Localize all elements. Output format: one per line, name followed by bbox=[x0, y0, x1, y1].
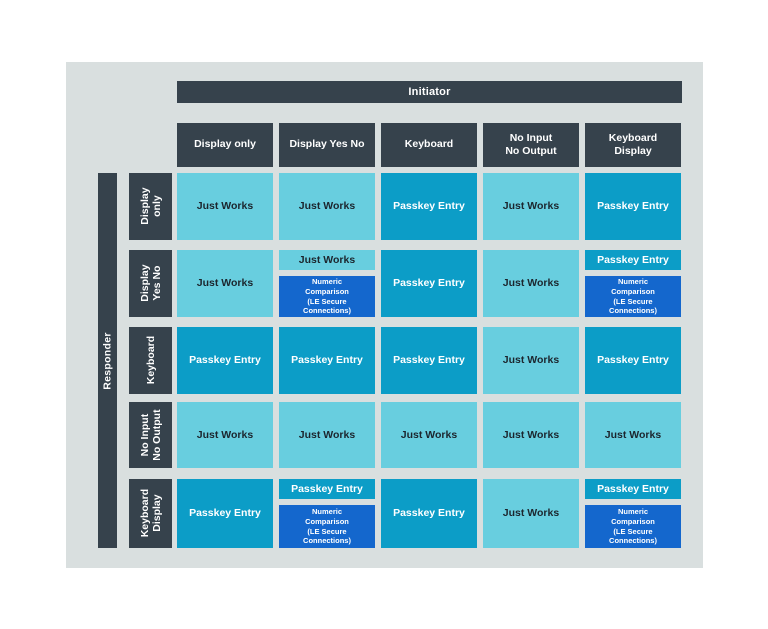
cell-bottom: Numeric Comparison (LE Secure Connection… bbox=[585, 505, 681, 548]
matrix-cell: Just Works bbox=[483, 250, 579, 317]
matrix-cell: Just Works bbox=[177, 173, 273, 240]
column-header-no-input-no-output: No Input No Output bbox=[483, 123, 579, 167]
matrix-cell: Just Works bbox=[483, 479, 579, 548]
row-header-no-input-no-output: No Input No Output bbox=[129, 402, 172, 468]
pairing-matrix-panel: Initiator Display only Display Yes No Ke… bbox=[66, 62, 703, 568]
matrix-cell: Passkey Entry bbox=[585, 327, 681, 394]
responder-label: Responder bbox=[101, 331, 114, 390]
column-header-keyboard-display: Keyboard Display bbox=[585, 123, 681, 167]
column-header-display-only: Display only bbox=[177, 123, 273, 167]
row-header-keyboard: Keyboard bbox=[129, 327, 172, 394]
cell-bottom: Numeric Comparison (LE Secure Connection… bbox=[279, 505, 375, 548]
cell-bottom: Numeric Comparison (LE Secure Connection… bbox=[585, 276, 681, 317]
matrix-cell: Passkey Entry bbox=[585, 173, 681, 240]
matrix-cell: Passkey Entry bbox=[381, 173, 477, 240]
matrix-cell: Just Works bbox=[585, 402, 681, 468]
row-header-keyboard-display: Keyboard Display bbox=[129, 479, 172, 548]
matrix-cell-split: Passkey Entry Numeric Comparison (LE Sec… bbox=[585, 250, 681, 317]
cell-top: Passkey Entry bbox=[279, 479, 375, 499]
cell-top: Passkey Entry bbox=[585, 479, 681, 499]
matrix-cell: Just Works bbox=[177, 250, 273, 317]
matrix-cell: Just Works bbox=[279, 173, 375, 240]
matrix-cell-split: Just Works Numeric Comparison (LE Secure… bbox=[279, 250, 375, 317]
matrix-cell: Passkey Entry bbox=[177, 479, 273, 548]
cell-top: Passkey Entry bbox=[585, 250, 681, 270]
matrix-cell: Passkey Entry bbox=[381, 479, 477, 548]
matrix-cell: Just Works bbox=[381, 402, 477, 468]
row-header-display-yes-no: Display Yes No bbox=[129, 250, 172, 317]
matrix-cell-split: Passkey Entry Numeric Comparison (LE Sec… bbox=[279, 479, 375, 548]
cell-top: Just Works bbox=[279, 250, 375, 270]
column-header-keyboard: Keyboard bbox=[381, 123, 477, 167]
responder-header-bar: Responder bbox=[98, 173, 117, 548]
initiator-header-bar: Initiator bbox=[177, 81, 682, 103]
matrix-cell: Passkey Entry bbox=[381, 327, 477, 394]
column-header-display-yes-no: Display Yes No bbox=[279, 123, 375, 167]
matrix-cell: Just Works bbox=[483, 402, 579, 468]
matrix-cell: Passkey Entry bbox=[177, 327, 273, 394]
matrix-cell: Passkey Entry bbox=[381, 250, 477, 317]
matrix-cell: Just Works bbox=[279, 402, 375, 468]
matrix-cell-split: Passkey Entry Numeric Comparison (LE Sec… bbox=[585, 479, 681, 548]
row-header-display-only: Display only bbox=[129, 173, 172, 240]
matrix-cell: Just Works bbox=[483, 173, 579, 240]
matrix-cell: Passkey Entry bbox=[279, 327, 375, 394]
matrix-cell: Just Works bbox=[177, 402, 273, 468]
cell-bottom: Numeric Comparison (LE Secure Connection… bbox=[279, 276, 375, 317]
matrix-cell: Just Works bbox=[483, 327, 579, 394]
initiator-label: Initiator bbox=[408, 86, 451, 98]
